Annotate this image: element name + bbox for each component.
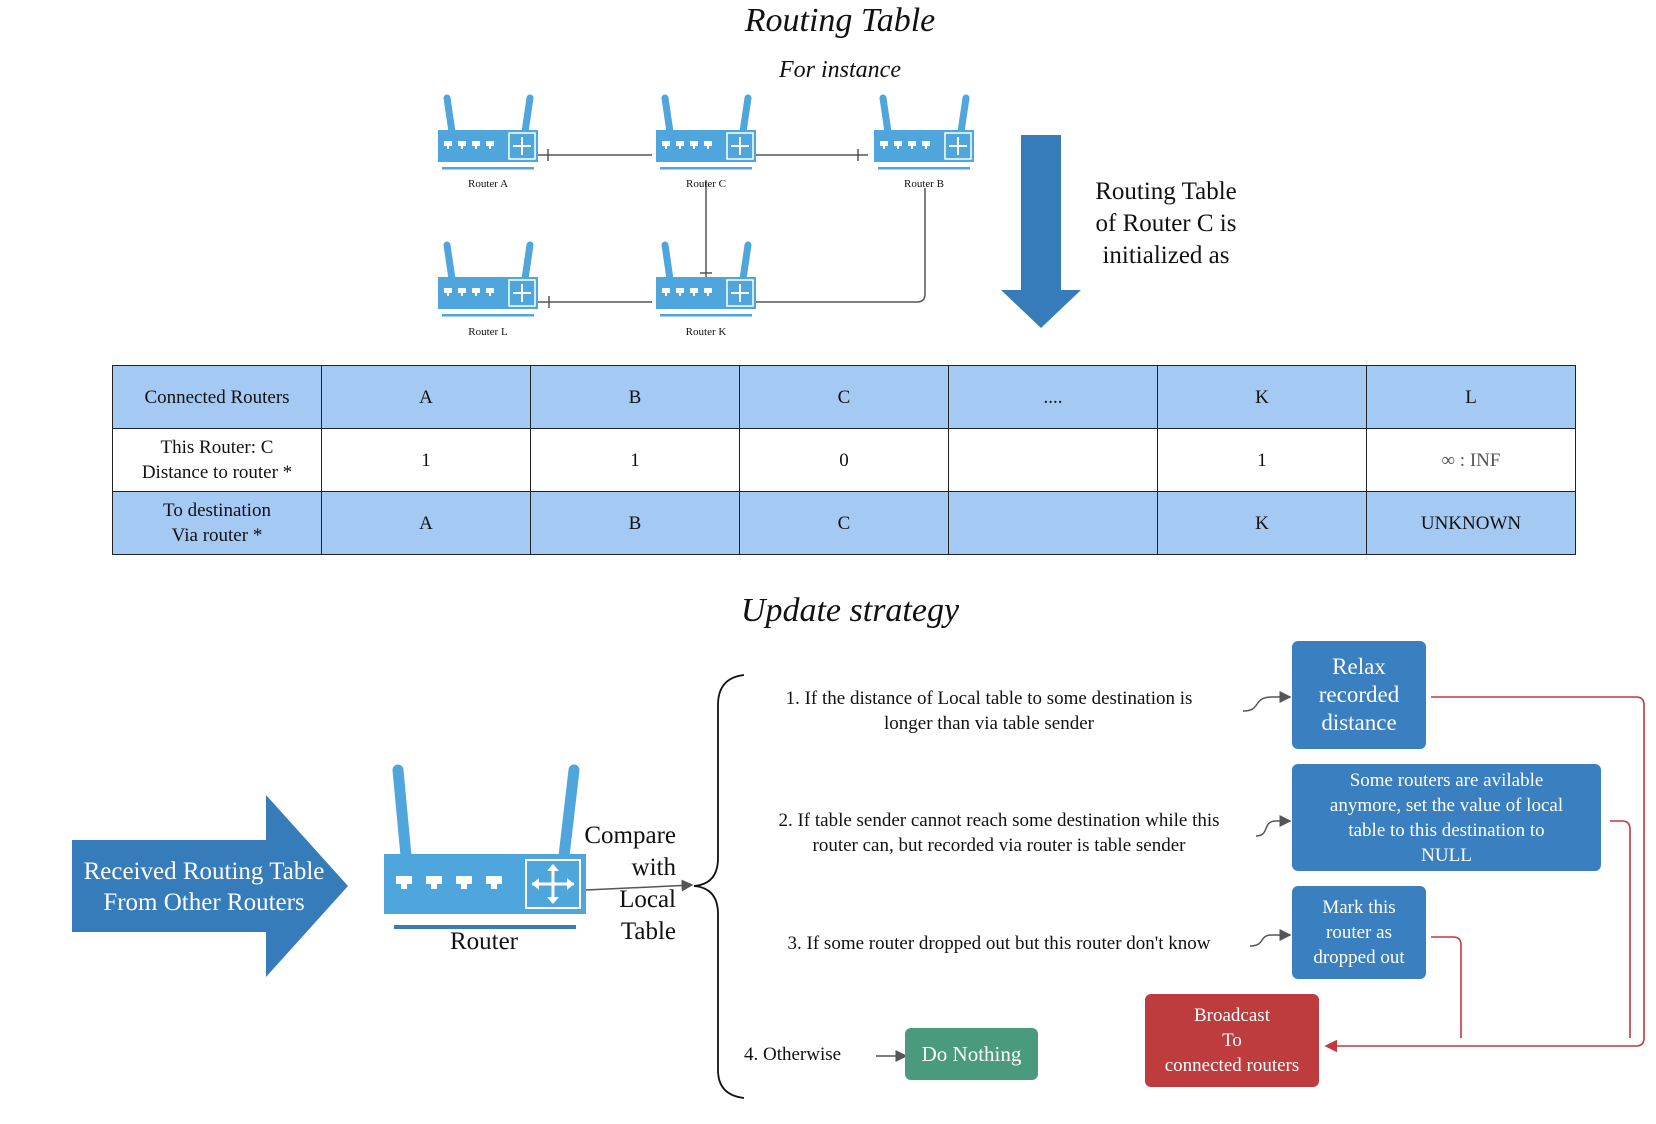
routing-table: Connected Routers A B C .... K L This Ro…: [112, 365, 1576, 555]
table-cell: [948, 491, 1158, 555]
action-line: anymore, set the value of local: [1329, 794, 1564, 816]
table-header-cell: A: [321, 365, 531, 429]
table-header-row: Connected Routers A B C .... K L: [112, 365, 1576, 429]
table-cell: 1: [1157, 428, 1367, 492]
action-line: table to this destination to: [1348, 819, 1545, 841]
right-arrow-icon: [72, 795, 348, 977]
set-null-box: Some routers are avilable anymore, set t…: [1292, 764, 1601, 871]
action-line: To: [1222, 1030, 1242, 1051]
received-line: Received Routing Table: [83, 858, 325, 885]
table-cell: 0: [739, 428, 949, 492]
action-line: distance: [1321, 710, 1397, 735]
action-line: NULL: [1421, 844, 1472, 866]
table-cell: A: [321, 491, 531, 555]
table-row: This Router: C Distance to router * 1 1 …: [112, 428, 1576, 492]
condition-line: 1. If the distance of Local table to som…: [785, 688, 1193, 709]
table-header-cell: C: [739, 365, 949, 429]
table-header-cell: B: [530, 365, 740, 429]
router-icon: [384, 764, 586, 929]
router-c-label: Router C: [685, 178, 727, 190]
action-line: Mark this: [1322, 897, 1396, 918]
router-a-icon: [438, 98, 538, 170]
do-nothing-box: Do Nothing: [905, 1028, 1038, 1080]
condition-line: longer than via table sender: [884, 713, 1094, 734]
init-note: Routing Table of Router C is initialized…: [1066, 176, 1266, 272]
condition-1: 1. If the distance of Local table to som…: [744, 686, 1234, 736]
router-l-label: Router L: [468, 326, 508, 338]
table-cell: ∞ : INF: [1366, 428, 1576, 492]
compare-line: Table: [620, 918, 676, 945]
network-links: [538, 149, 926, 308]
broadcast-box: Broadcast To connected routers: [1145, 994, 1319, 1087]
condition-line: router can, but recorded via router is t…: [812, 835, 1186, 856]
action-line: Broadcast: [1194, 1005, 1270, 1026]
action-line: router as: [1326, 922, 1392, 943]
down-arrow-icon: [1001, 135, 1081, 328]
received-label: Received Routing Table From Other Router…: [72, 856, 336, 918]
table-cell: B: [530, 491, 740, 555]
router-a-label: Router A: [467, 178, 509, 190]
table-row-label: This Router: C Distance to router *: [112, 428, 322, 492]
brace: [693, 674, 745, 1099]
router-b-icon: [874, 98, 974, 170]
example-subtitle: For instance: [779, 57, 901, 83]
mark-dropped-box: Mark this router as dropped out: [1292, 886, 1426, 979]
init-note-line: of Router C is: [1095, 210, 1237, 237]
row-label-line: This Router: C: [160, 437, 274, 458]
init-note-line: Routing Table: [1095, 178, 1237, 205]
table-cell: 1: [530, 428, 740, 492]
compare-line: Local: [619, 886, 676, 913]
table-cell: K: [1157, 491, 1367, 555]
condition-line: 2. If table sender cannot reach some des…: [778, 810, 1220, 831]
router-c-icon: [656, 98, 756, 170]
row-label-line: To destination: [163, 500, 271, 521]
received-line: From Other Routers: [103, 889, 305, 916]
table-cell: UNKNOWN: [1366, 491, 1576, 555]
condition-3: 3. If some router dropped out but this r…: [787, 933, 1211, 954]
row-label-line: Via router *: [171, 525, 263, 546]
router-label: Router: [449, 928, 519, 955]
condition-2: 2. If table sender cannot reach some des…: [744, 808, 1254, 858]
compare-line: with: [631, 854, 676, 881]
page-title: Routing Table: [744, 2, 936, 39]
table-header-cell: Connected Routers: [112, 365, 322, 429]
router-l-icon: [438, 245, 538, 317]
action-line: recorded: [1318, 682, 1400, 707]
init-note-line: initialized as: [1102, 242, 1230, 269]
router-b-label: Router B: [903, 178, 945, 190]
action-line: Some routers are avilable: [1349, 769, 1544, 791]
router-k-label: Router K: [685, 326, 727, 338]
update-strategy-title: Update strategy: [740, 592, 960, 629]
action-line: connected routers: [1164, 1055, 1300, 1076]
action-line: Relax: [1332, 654, 1386, 679]
compare-line: Compare: [584, 822, 676, 849]
table-row-label: To destination Via router *: [112, 491, 322, 555]
table-header-cell: K: [1157, 365, 1367, 429]
action-line: dropped out: [1313, 947, 1405, 968]
table-header-cell: ....: [948, 365, 1158, 429]
condition-4: 4. Otherwise: [744, 1044, 842, 1065]
table-cell: 1: [321, 428, 531, 492]
relax-box: Relax recorded distance: [1292, 641, 1426, 749]
table-header-cell: L: [1366, 365, 1576, 429]
row-label-line: Distance to router *: [141, 462, 293, 483]
table-row: To destination Via router * A B C K UNKN…: [112, 491, 1576, 555]
table-cell: C: [739, 491, 949, 555]
table-cell: [948, 428, 1158, 492]
compare-label: Compare with Local Table: [566, 820, 676, 948]
